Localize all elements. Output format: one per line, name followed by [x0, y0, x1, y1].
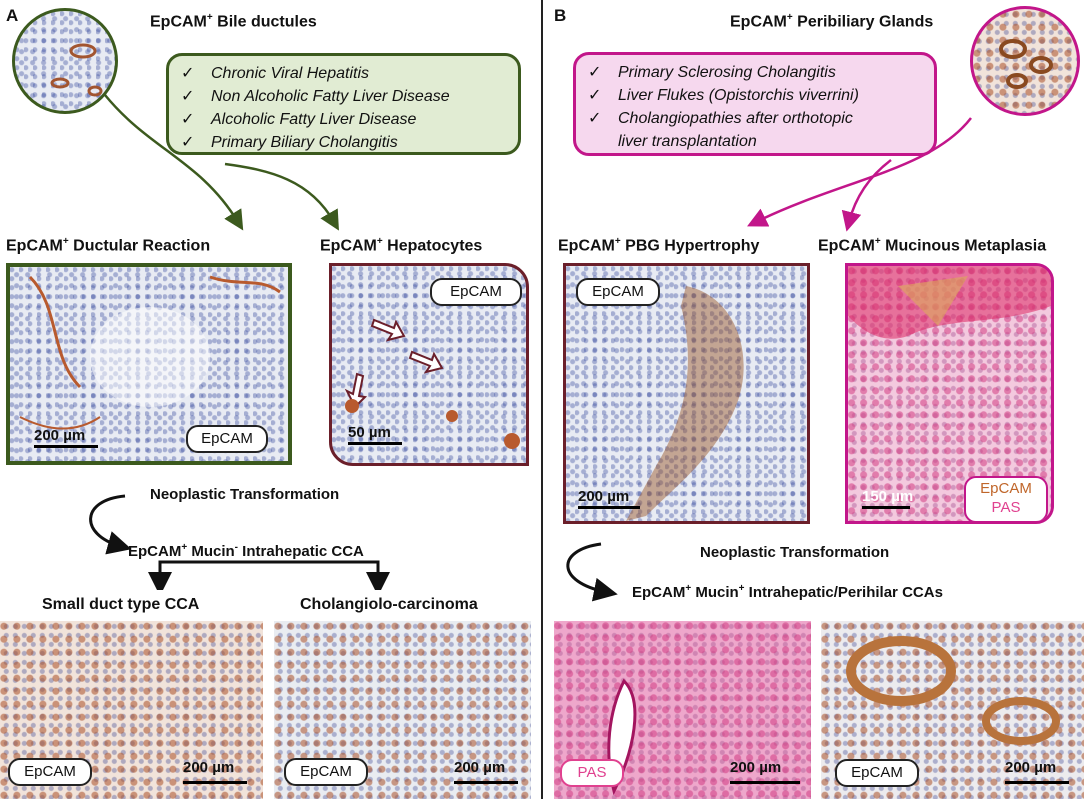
- epcam-stain-label: EpCAM: [186, 425, 268, 453]
- panel-a-neoplastic-label: Neoplastic Transformation: [150, 486, 340, 503]
- scale-bar: 200 µm: [730, 759, 800, 784]
- pas-stain-label: PAS: [560, 759, 624, 787]
- panel-b-letter: B: [554, 6, 567, 25]
- panel-a-branch-arrows: [104, 94, 339, 231]
- condition-item: ✓Primary Sclerosing Cholangitis: [588, 61, 924, 84]
- panel-a-letter: A: [6, 6, 19, 25]
- ductular-reaction-micrograph: EpCAM 200 µm: [6, 263, 292, 465]
- epcam-stain-label: EpCAM: [835, 759, 919, 787]
- cholangiolo-title: Cholangiolo-carcinoma: [300, 596, 478, 613]
- bile-ductules-title: EpCAM+ Bile ductules: [150, 12, 317, 31]
- panel-a-conditions-box: ✓Chronic Viral Hepatitis ✓Non Alcoholic …: [166, 53, 521, 155]
- condition-item: ✓Liver Flukes (Opistorchis viverrini): [588, 84, 924, 107]
- panel-divider: [541, 0, 543, 799]
- panel-b-branch-arrows: [747, 117, 972, 232]
- scale-bar: 200 µm: [578, 488, 640, 509]
- epcam-pas-stain-label: EpCAM PAS: [964, 476, 1048, 521]
- epcam-stain-label: EpCAM: [430, 278, 522, 306]
- panel-a-cca-title: EpCAM+ Mucin- Intrahepatic CCA: [128, 542, 364, 560]
- pbg-hypertrophy-title: EpCAM+ PBG Hypertrophy: [558, 236, 760, 255]
- ductular-reaction-title: EpCAM+ Ductular Reaction: [6, 236, 211, 255]
- scale-bar: 200 µm: [183, 759, 247, 784]
- panel-b-cca-title: EpCAM+ Mucin+ Intrahepatic/Perihilar CCA…: [632, 583, 943, 601]
- pas-stain-text: PAS: [991, 499, 1021, 516]
- scale-bar: 200 µm: [454, 759, 518, 784]
- panel-b-neoplastic-label: Neoplastic Transformation: [700, 544, 890, 561]
- condition-item: ✓Primary Biliary Cholangitis: [181, 131, 508, 154]
- scale-bar: 200 µm: [34, 427, 98, 448]
- mucinous-metaplasia-title: EpCAM+ Mucinous Metaplasia: [818, 236, 1047, 255]
- peribiliary-glands-micrograph: [970, 6, 1080, 116]
- condition-item: ✓Cholangiopathies after orthotopic: [588, 107, 924, 130]
- mucinous-metaplasia-micrograph: 150 µm EpCAM PAS: [845, 263, 1054, 524]
- scale-bar: 150 µm: [862, 488, 913, 509]
- pbg-hypertrophy-micrograph: EpCAM 200 µm: [563, 263, 810, 524]
- pas-cca-micrograph: PAS 200 µm: [554, 621, 811, 799]
- epcam-stain-label: EpCAM: [8, 758, 92, 786]
- check-icon: ✓: [181, 88, 195, 105]
- panel-b-flow-arrow: [566, 542, 618, 602]
- check-icon: ✓: [181, 65, 195, 82]
- check-icon: ✓: [588, 87, 602, 104]
- epcam-stain-label: EpCAM: [284, 758, 368, 786]
- check-icon: ✓: [181, 111, 195, 128]
- condition-item: liver transplantation: [618, 133, 757, 150]
- condition-item: ✓Chronic Viral Hepatitis: [181, 62, 508, 85]
- panel-b-conditions-box: ✓Primary Sclerosing Cholangitis ✓Liver F…: [573, 52, 937, 156]
- small-duct-cca-micrograph: EpCAM 200 µm: [0, 621, 263, 799]
- check-icon: ✓: [588, 64, 602, 81]
- small-duct-title: Small duct type CCA: [42, 596, 200, 613]
- check-icon: ✓: [588, 110, 602, 127]
- check-icon: ✓: [181, 134, 195, 151]
- scale-bar: 200 µm: [1005, 759, 1069, 784]
- scale-bar: 50 µm: [348, 424, 402, 445]
- cholangiolo-carcinoma-micrograph: EpCAM 200 µm: [274, 621, 531, 799]
- hepatocytes-micrograph: EpCAM 50 µm: [329, 263, 529, 466]
- epcam-stain-label: EpCAM: [576, 278, 660, 306]
- panel-a-flow-arrows: [89, 494, 390, 590]
- hepatocytes-title: EpCAM+ Hepatocytes: [320, 236, 483, 255]
- epcam-stain-text: EpCAM: [980, 480, 1032, 497]
- condition-item: ✓Non Alcoholic Fatty Liver Disease: [181, 85, 508, 108]
- epcam-cca-micrograph: EpCAM 200 µm: [821, 621, 1084, 799]
- condition-item: ✓Alcoholic Fatty Liver Disease: [181, 108, 508, 131]
- peribiliary-glands-title: EpCAM+ Peribiliary Glands: [730, 12, 934, 31]
- bile-ductules-micrograph: [12, 8, 118, 114]
